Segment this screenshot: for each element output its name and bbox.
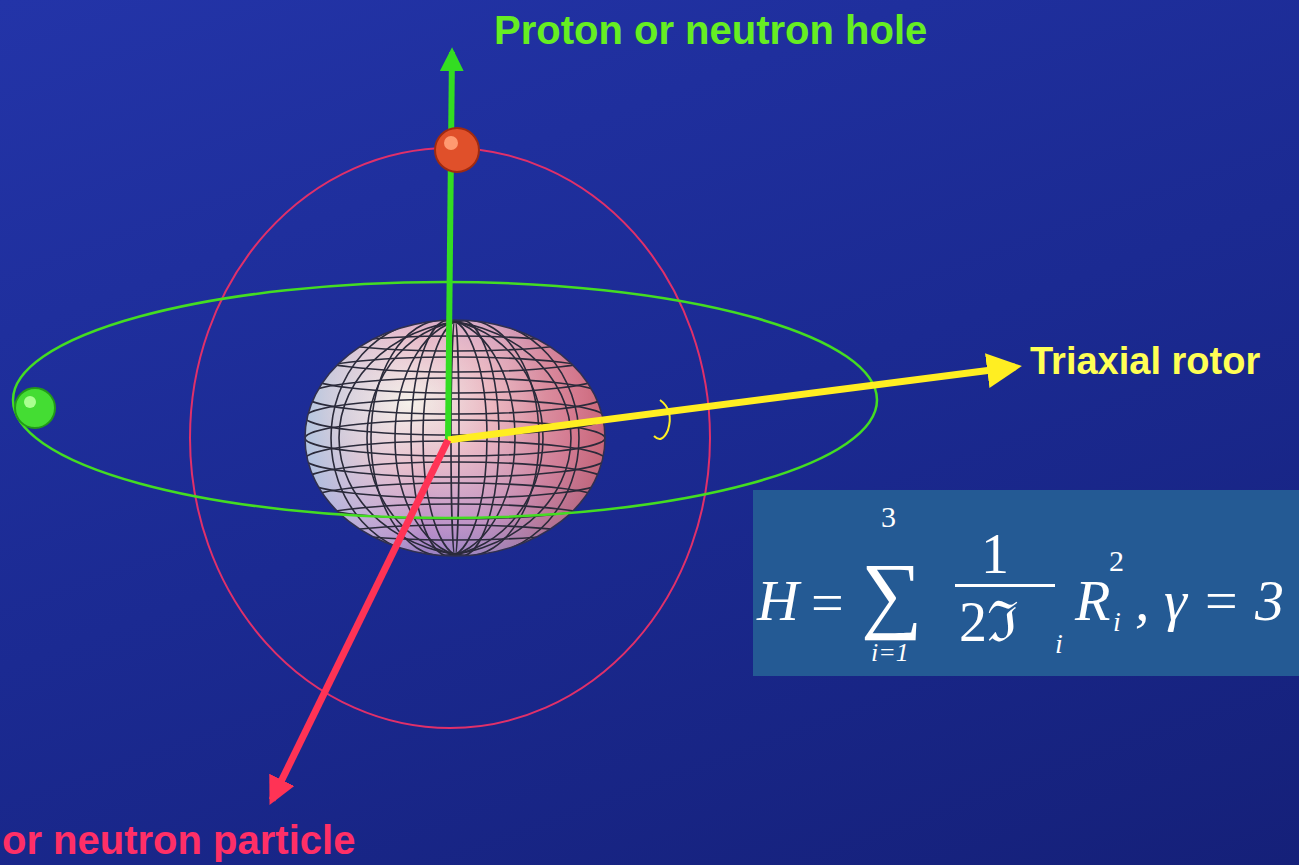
rotor-axis-arrow [448,367,1015,440]
particle-ball-highlight [24,396,36,408]
formula-part: 2ℑ [959,594,1018,650]
rotation-arrow [654,400,670,439]
axis-label: or neutron particle [2,818,355,863]
particle-axis-arrow [272,440,448,800]
hole-ball [435,128,479,172]
formula-part: ∑ [861,550,922,636]
formula-box: H= ∑ 3 i=1 1 2ℑ iR2 i , γ = 3 [753,490,1299,676]
formula-part: 1 [981,526,1009,582]
fraction-bar [955,584,1055,587]
formula-part: = [811,574,844,632]
formula-part: 2 [1109,546,1124,576]
hole-axis-arrow [448,52,452,440]
formula-part: , γ = 3 [1135,572,1284,630]
axis-label: Proton or neutron hole [494,8,927,53]
formula-part: i [1113,608,1121,636]
particle-ball [15,388,55,428]
formula-part: H [757,572,799,630]
formula-part: i=1 [871,640,909,666]
formula-part: 3 [881,502,896,532]
axis-label: Triaxial rotor [1030,340,1260,383]
hole-ball-highlight [444,136,458,150]
formula-part: R [1075,572,1110,630]
formula-part: i [1055,630,1063,658]
